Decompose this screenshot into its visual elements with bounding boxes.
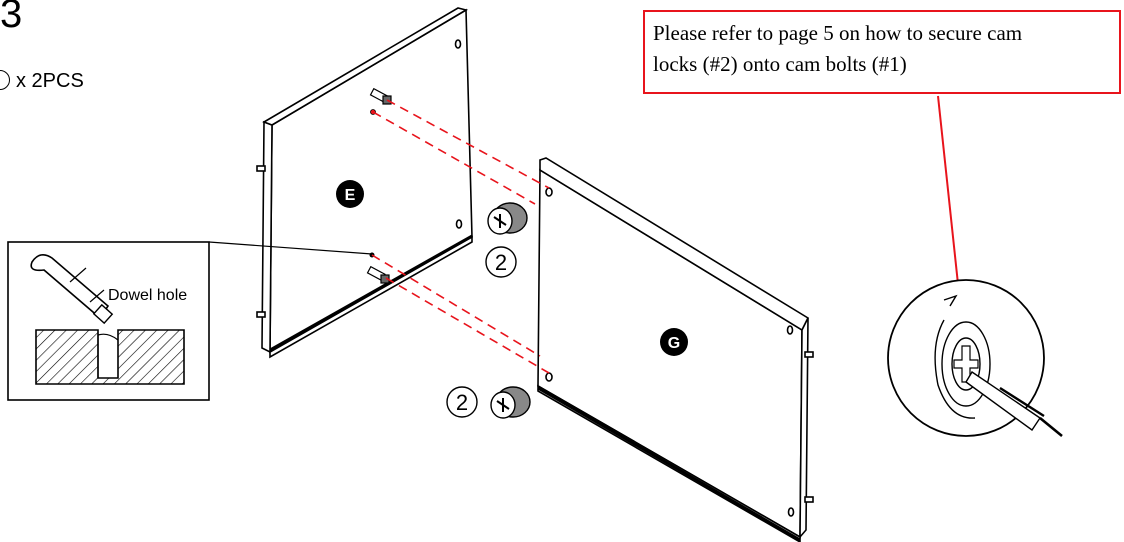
step-number: 3 — [0, 0, 23, 36]
dowel-hole-label: Dowel hole — [108, 287, 187, 304]
part-number-top: 2 — [495, 250, 507, 275]
parts-count: x 2PCS — [0, 70, 84, 91]
dowel-detail-inset: Dowel hole — [7, 241, 373, 401]
note-pointer-line — [937, 95, 959, 285]
note-line-1: Please refer to page 5 on how to secure … — [653, 21, 1023, 45]
cam-lock-bottom — [490, 386, 531, 419]
note-line-2: locks (#2) onto cam bolts (#1) — [653, 52, 907, 76]
panel-e — [256, 7, 473, 359]
instruction-note: Please refer to page 5 on how to secure … — [643, 10, 1121, 94]
alignment-lines — [371, 99, 550, 374]
panel-g-badge — [660, 328, 688, 356]
part-number-circle-bottom — [446, 386, 478, 418]
panel-g-label: G — [668, 335, 680, 352]
panel-e-badge — [336, 180, 364, 208]
panel-e-label: E — [345, 187, 356, 204]
part-number-circle-top — [485, 246, 517, 278]
parts-count-text: x 2PCS — [16, 70, 84, 92]
part-number-bottom: 2 — [456, 390, 468, 415]
cam-lock-top — [487, 202, 528, 235]
cam-lock-magnified-detail — [887, 279, 1063, 438]
